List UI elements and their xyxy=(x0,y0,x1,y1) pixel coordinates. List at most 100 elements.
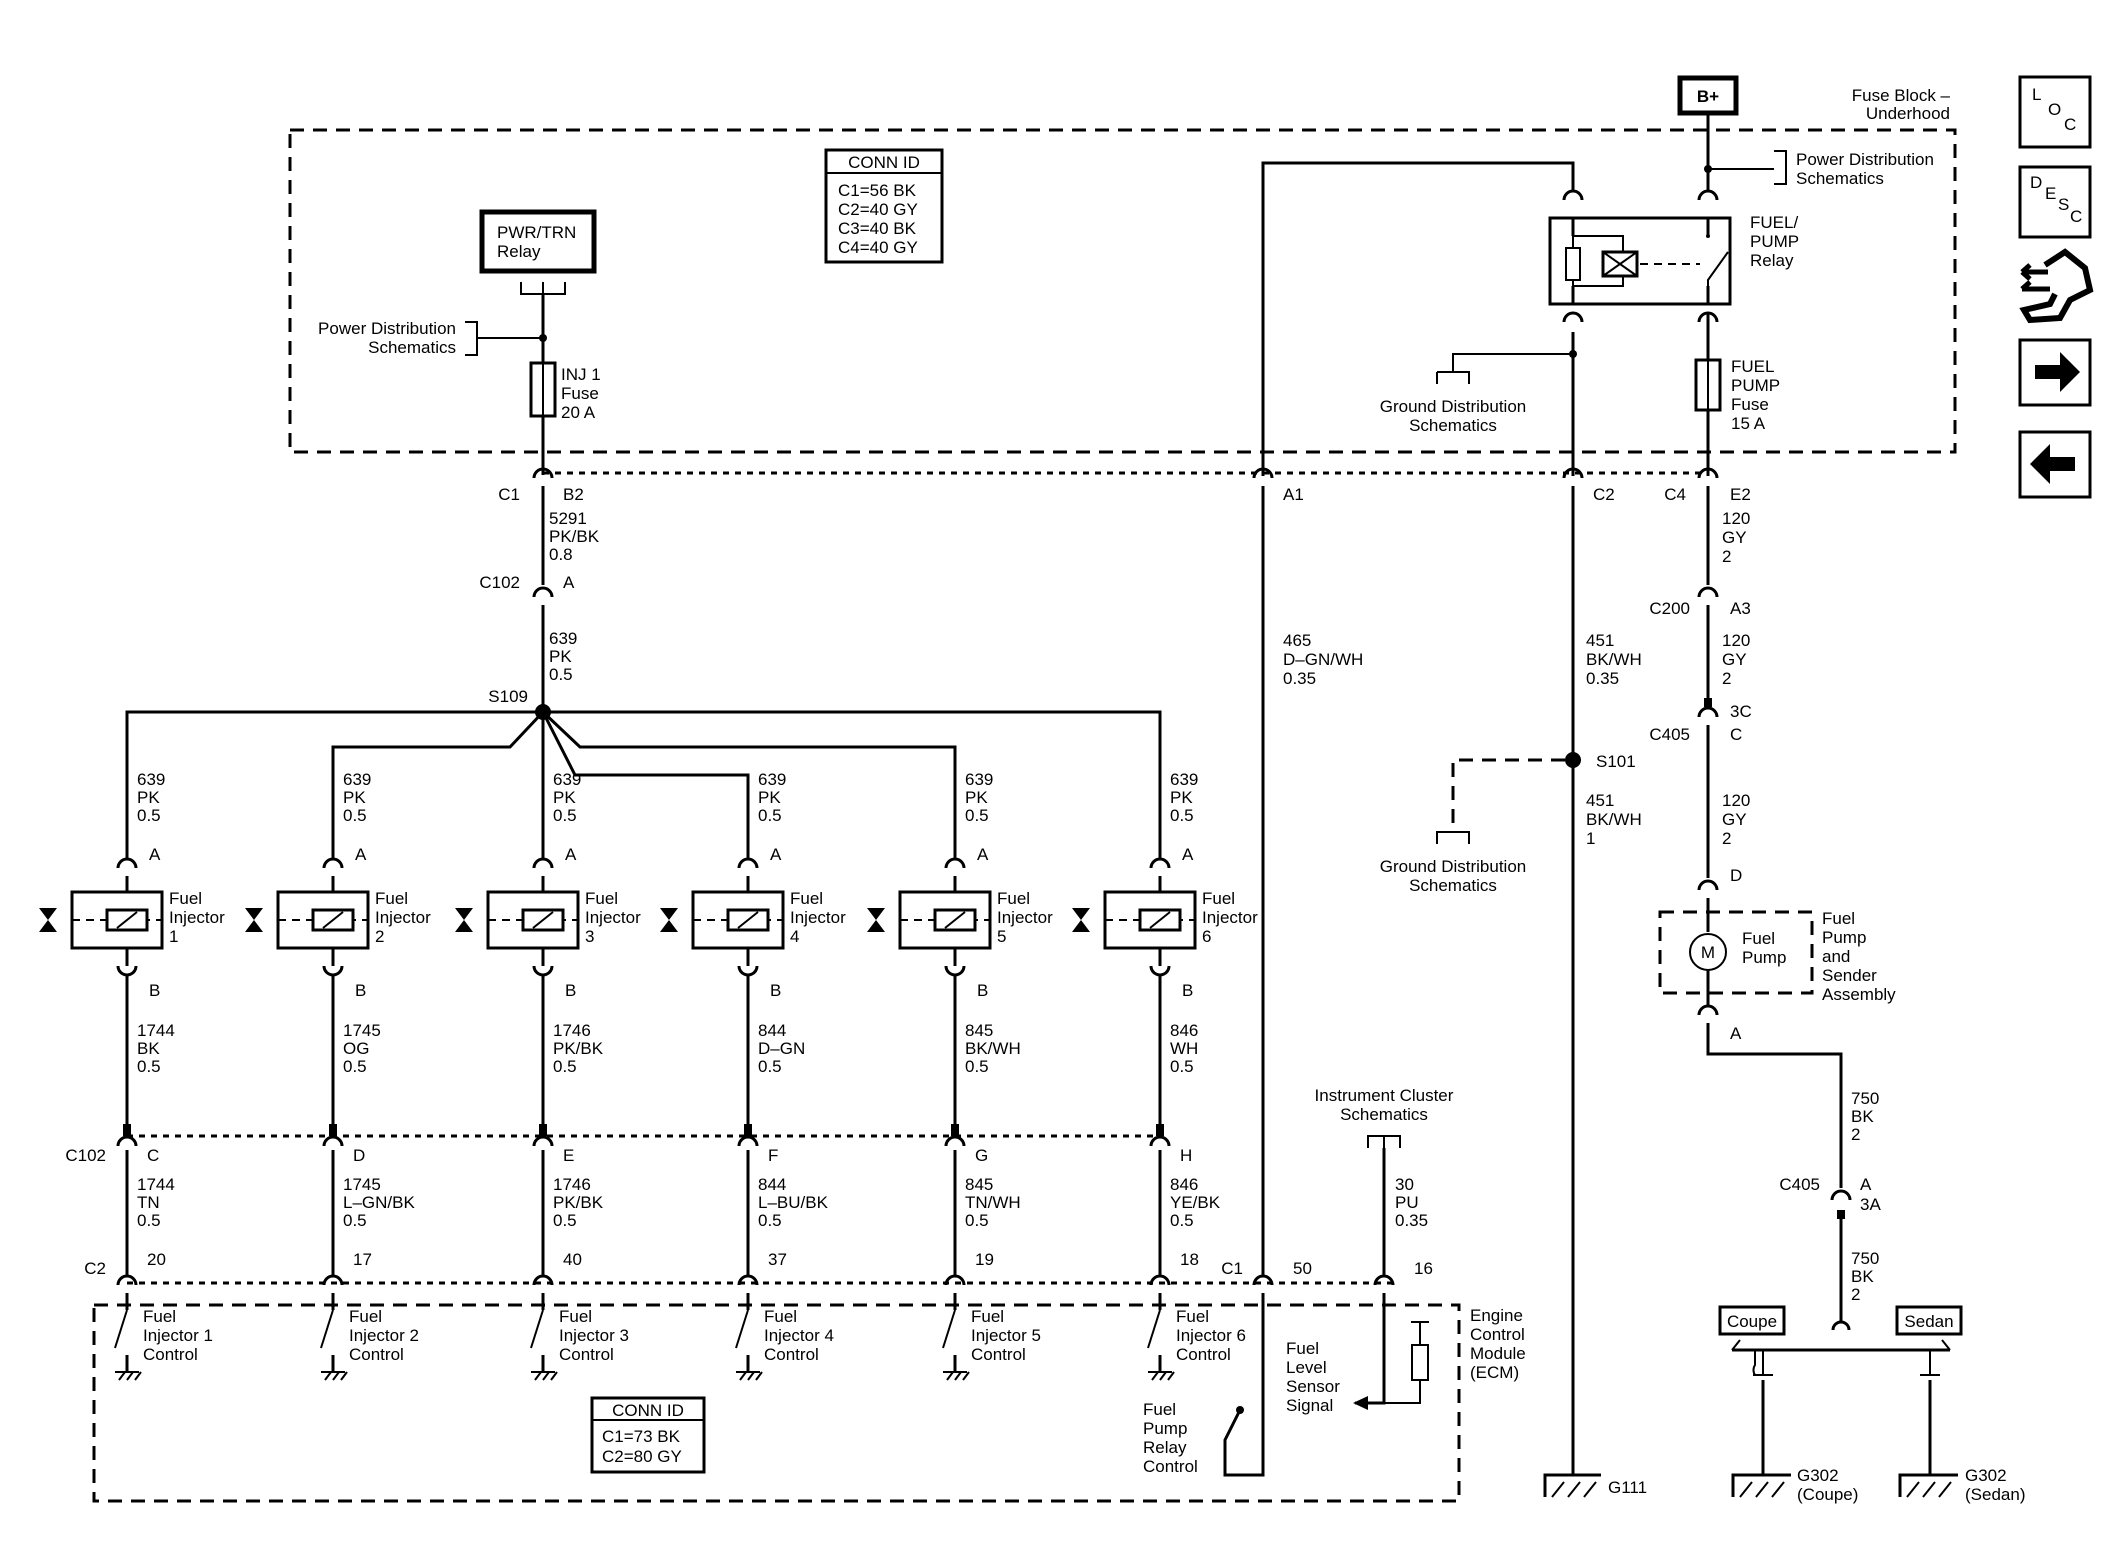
svg-text:639: 639 xyxy=(1170,770,1198,789)
svg-text:451: 451 xyxy=(1586,791,1614,810)
svg-text:Sensor: Sensor xyxy=(1286,1377,1340,1396)
ground-g302-sedan xyxy=(1898,1473,1958,1498)
svg-text:O: O xyxy=(2048,100,2061,119)
svg-text:Sedan: Sedan xyxy=(1904,1312,1953,1331)
svg-text:GY: GY xyxy=(1722,528,1747,547)
svg-text:C102: C102 xyxy=(65,1146,106,1165)
svg-text:A3: A3 xyxy=(1730,599,1751,618)
instrument-cluster-label: Instrument Cluster xyxy=(1315,1086,1454,1105)
svg-text:3C: 3C xyxy=(1730,702,1752,721)
splice-s101 xyxy=(1565,752,1581,768)
ground-g302-coupe xyxy=(1731,1473,1791,1498)
svg-text:PU: PU xyxy=(1395,1193,1419,1212)
svg-text:S: S xyxy=(2058,195,2069,214)
svg-text:G111: G111 xyxy=(1608,1478,1647,1497)
svg-text:CONN ID: CONN ID xyxy=(612,1401,684,1420)
svg-text:Fuel: Fuel xyxy=(169,889,202,908)
svg-text:Sender: Sender xyxy=(1822,966,1877,985)
svg-text:Schematics: Schematics xyxy=(1409,876,1497,895)
svg-text:E2: E2 xyxy=(1730,485,1751,504)
svg-text:L–BU/BK: L–BU/BK xyxy=(758,1193,829,1212)
svg-text:B: B xyxy=(977,981,988,1000)
svg-text:Injector 4: Injector 4 xyxy=(764,1326,834,1345)
previous-page-button[interactable]: left-arrow-icon xyxy=(2018,430,2092,499)
svg-text:S109: S109 xyxy=(488,687,528,706)
svg-text:0.5: 0.5 xyxy=(965,1211,989,1230)
location-button[interactable]: L O C xyxy=(2018,75,2092,149)
svg-text:Fuel: Fuel xyxy=(790,889,823,908)
svg-text:844: 844 xyxy=(758,1175,786,1194)
svg-text:18: 18 xyxy=(1180,1250,1199,1269)
svg-text:C4: C4 xyxy=(1664,485,1686,504)
description-button[interactable]: D E S C xyxy=(2018,165,2092,239)
svg-text:4: 4 xyxy=(790,927,799,946)
svg-text:1744: 1744 xyxy=(137,1175,175,1194)
svg-text:A: A xyxy=(563,573,575,592)
conn-id-table-ecm: CONN ID C1=73 BK C2=80 GY xyxy=(590,1396,706,1474)
power-dist-left-label: Power Distribution xyxy=(318,319,456,338)
svg-text:C2=40 GY: C2=40 GY xyxy=(838,200,918,219)
svg-text:BK: BK xyxy=(1851,1107,1874,1126)
svg-text:(ECM): (ECM) xyxy=(1470,1363,1519,1382)
svg-text:A: A xyxy=(1730,1024,1742,1043)
svg-text:C3=40 BK: C3=40 BK xyxy=(838,219,917,238)
svg-text:50: 50 xyxy=(1293,1259,1312,1278)
svg-text:D–GN: D–GN xyxy=(758,1039,805,1058)
svg-text:0.5: 0.5 xyxy=(549,665,573,684)
svg-text:Fuel: Fuel xyxy=(1202,889,1235,908)
fuel-injector-6: 639PK0.5AFuelInjector6B846WH0.5H846YE/BK… xyxy=(1072,770,1258,1381)
svg-text:Injector: Injector xyxy=(585,908,641,927)
svg-text:B+: B+ xyxy=(1697,87,1719,106)
ecm-boundary xyxy=(92,1303,1461,1503)
svg-text:H: H xyxy=(1180,1146,1192,1165)
svg-text:PWR/TRN: PWR/TRN xyxy=(497,223,576,242)
next-page-button[interactable]: right-arrow-icon xyxy=(2018,338,2092,407)
power-dist-left-label-2: Schematics xyxy=(368,338,456,357)
svg-text:30: 30 xyxy=(1395,1175,1414,1194)
svg-text:0.5: 0.5 xyxy=(553,806,577,825)
ground-g111 xyxy=(1543,1473,1601,1498)
svg-text:Fuel: Fuel xyxy=(349,1307,382,1326)
svg-text:Control: Control xyxy=(1176,1345,1231,1364)
svg-text:C2: C2 xyxy=(84,1259,106,1278)
svg-text:Fuel: Fuel xyxy=(764,1307,797,1326)
svg-text:B: B xyxy=(770,981,781,1000)
svg-text:PUMP: PUMP xyxy=(1731,376,1780,395)
svg-text:B: B xyxy=(149,981,160,1000)
svg-text:19: 19 xyxy=(975,1250,994,1269)
ecm-label: Engine xyxy=(1470,1306,1523,1325)
svg-text:1744: 1744 xyxy=(137,1021,175,1040)
svg-text:TN/WH: TN/WH xyxy=(965,1193,1021,1212)
svg-text:G302: G302 xyxy=(1797,1466,1839,1485)
connector-view-icon[interactable] xyxy=(2019,248,2094,324)
svg-text:B2: B2 xyxy=(563,485,584,504)
svg-text:Schematics: Schematics xyxy=(1409,416,1497,435)
svg-text:0.5: 0.5 xyxy=(758,1211,782,1230)
svg-text:5: 5 xyxy=(997,927,1006,946)
svg-text:639: 639 xyxy=(965,770,993,789)
svg-text:1745: 1745 xyxy=(343,1175,381,1194)
fuse-block-boundary xyxy=(288,128,1957,454)
svg-text:Fuse: Fuse xyxy=(1731,395,1769,414)
svg-text:Injector: Injector xyxy=(169,908,225,927)
svg-text:YE/BK: YE/BK xyxy=(1170,1193,1221,1212)
svg-text:C: C xyxy=(147,1146,159,1165)
svg-text:G: G xyxy=(975,1146,988,1165)
svg-text:Injector 1: Injector 1 xyxy=(143,1326,213,1345)
svg-text:C2: C2 xyxy=(1593,485,1615,504)
svg-text:Fuel: Fuel xyxy=(971,1307,1004,1326)
fuel-injector-3: 639PK0.5AFuelInjector3B1746PK/BK0.5E1746… xyxy=(455,770,641,1381)
svg-text:0.5: 0.5 xyxy=(758,1057,782,1076)
svg-text:Control: Control xyxy=(764,1345,819,1364)
fuel-injector-4: 639PK0.5AFuelInjector4B844D–GN0.5F844L–B… xyxy=(660,770,846,1381)
svg-text:846: 846 xyxy=(1170,1175,1198,1194)
svg-text:Fuel: Fuel xyxy=(1742,929,1775,948)
svg-text:TN: TN xyxy=(137,1193,160,1212)
svg-text:PUMP: PUMP xyxy=(1750,232,1799,251)
svg-text:639: 639 xyxy=(549,629,577,648)
svg-text:Relay: Relay xyxy=(497,242,541,261)
svg-text:PK: PK xyxy=(549,647,572,666)
svg-text:PK: PK xyxy=(553,788,576,807)
svg-text:3A: 3A xyxy=(1860,1195,1881,1214)
svg-text:GY: GY xyxy=(1722,810,1747,829)
